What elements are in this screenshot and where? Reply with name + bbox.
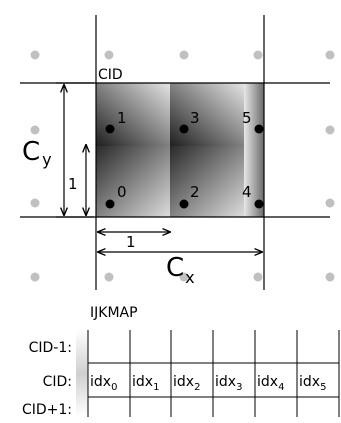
table-row-labels: CID-1: CID: CID+1: (22, 340, 72, 418)
table-cell-3: idx3 (215, 374, 242, 393)
unit-v-label: 1 (68, 175, 78, 193)
point-3-marker (179, 124, 189, 134)
lattice-dot (104, 272, 114, 282)
lattice-dot (179, 272, 189, 282)
table-cell-2: idx2 (173, 374, 200, 393)
table-cell-5: idx5 (299, 374, 326, 393)
point-4-label: 4 (242, 183, 252, 201)
row-label-cid: CID: (43, 374, 72, 390)
lattice-dot (325, 198, 335, 208)
lattice-dot (179, 50, 189, 60)
point-1-label: 1 (117, 109, 127, 127)
lattice-dot (30, 125, 40, 135)
row-label-cid-minus-1: CID-1: (29, 340, 72, 356)
point-markers (105, 124, 264, 209)
point-3-label: 3 (190, 109, 200, 127)
point-2-label: 2 (190, 183, 200, 201)
point-2-marker (179, 199, 189, 209)
cx-label: Cx (166, 253, 195, 287)
table-title: IJKMAP (90, 305, 138, 321)
point-5-marker (254, 124, 264, 134)
table-grid (87, 330, 340, 417)
row-label-cid-plus-1: CID+1: (22, 402, 72, 418)
point-1-marker (105, 124, 115, 134)
block-top-left (96, 83, 170, 146)
lattice-dot (325, 125, 335, 135)
lattice-dot (325, 50, 335, 60)
lattice-dot (253, 50, 263, 60)
point-labels: 0 1 2 3 4 5 (117, 109, 252, 201)
cell-label: CID (98, 67, 123, 83)
table-cells: idx0 idx1 idx2 idx3 idx4 idx5 (90, 374, 326, 393)
lattice-dot (30, 272, 40, 282)
point-4-marker (254, 199, 264, 209)
lattice-dot (253, 272, 263, 282)
table-cell-0: idx0 (90, 374, 117, 393)
lattice-dot (30, 50, 40, 60)
lattice-dot (104, 50, 114, 60)
dimension-arrows (56, 82, 262, 252)
block-bottom-edge (244, 146, 264, 217)
unit-h-label: 1 (126, 233, 136, 251)
point-0-label: 0 (117, 183, 127, 201)
table-cell-4: idx4 (257, 374, 284, 393)
point-5-label: 5 (242, 109, 252, 127)
table-left-shade (76, 330, 88, 417)
table-cell-1: idx1 (132, 374, 159, 393)
lattice-dot (325, 272, 335, 282)
lattice-dot (30, 198, 40, 208)
block-top-middle (170, 83, 244, 146)
point-0-marker (105, 199, 115, 209)
lattice-dots (30, 50, 335, 282)
